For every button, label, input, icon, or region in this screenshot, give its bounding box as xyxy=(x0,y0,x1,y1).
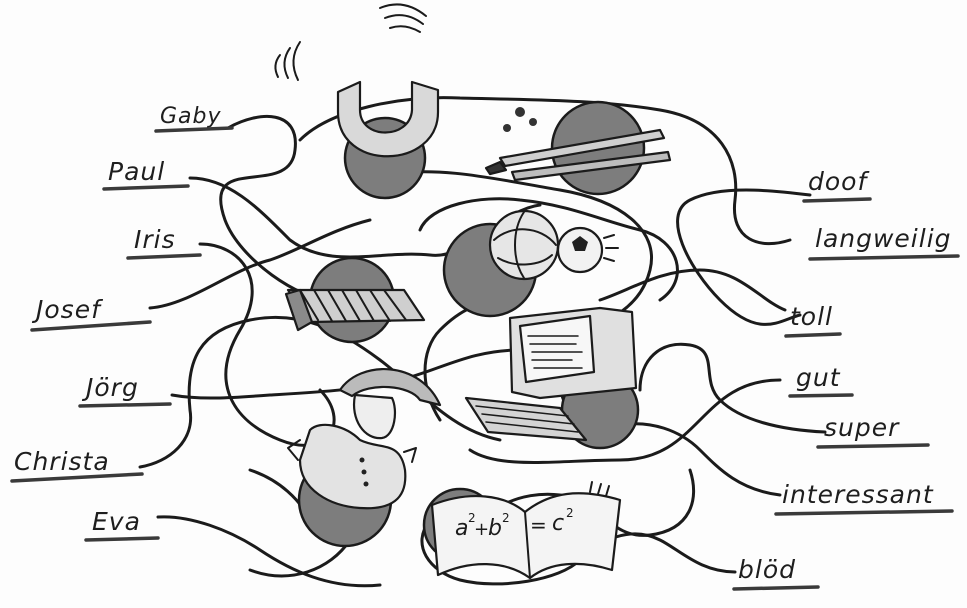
general-head xyxy=(354,395,395,438)
maze-line xyxy=(600,270,785,310)
name-underline xyxy=(80,404,170,406)
sports-balls-icon xyxy=(444,211,618,316)
adjective-label: langweilig xyxy=(815,224,952,253)
name-iris: Iris xyxy=(128,225,200,258)
magnet-icon xyxy=(275,4,438,198)
adjective-label: doof xyxy=(808,167,869,196)
paint-drop xyxy=(503,124,511,132)
adjective-label: interessant xyxy=(782,480,934,509)
computer-icon xyxy=(466,308,638,448)
adjective-underline xyxy=(734,587,818,589)
formula-eq: = xyxy=(530,513,547,537)
name-eva: Eva xyxy=(86,507,158,540)
adjective-underline xyxy=(804,199,870,201)
paint-drop xyxy=(529,118,537,126)
adjective-label: gut xyxy=(796,363,841,392)
formula-sq2: 2 xyxy=(502,511,510,525)
magnet-waves-left xyxy=(275,42,300,80)
button xyxy=(360,458,365,463)
name-underline xyxy=(86,538,158,540)
formula-b: b xyxy=(488,516,502,541)
name-label: Christa xyxy=(14,447,110,476)
xylophone-icon xyxy=(286,258,424,342)
adjective-interessant: interessant xyxy=(776,480,952,514)
name-underline xyxy=(128,255,200,258)
name-gaby: Gaby xyxy=(156,104,232,131)
button xyxy=(362,470,367,475)
name-josef: Josef xyxy=(31,295,150,330)
monitor-screen xyxy=(520,316,594,382)
general-uniform-icon xyxy=(288,369,440,546)
name-jorg: Jörg xyxy=(80,373,170,406)
art-supplies-icon xyxy=(486,102,670,194)
adjective-underline xyxy=(786,334,840,336)
adjective-underline xyxy=(776,511,952,514)
adjective-langweilig: langweilig xyxy=(810,224,958,259)
magnet-waves-top xyxy=(380,4,426,32)
button xyxy=(364,482,369,487)
name-label: Jörg xyxy=(81,373,139,402)
adjective-gut: gut xyxy=(790,363,852,396)
name-label: Gaby xyxy=(160,104,222,129)
formula-a: a xyxy=(455,516,468,541)
name-label: Josef xyxy=(31,295,103,324)
paint-drop xyxy=(515,107,525,117)
adjective-label: blöd xyxy=(738,555,796,584)
adjective-label: super xyxy=(824,413,900,442)
adjective-underline xyxy=(818,445,928,447)
adjective-blod: blöd xyxy=(734,555,818,589)
basketball xyxy=(490,211,558,279)
adjective-underline xyxy=(790,395,852,396)
name-label: Iris xyxy=(134,225,176,254)
name-paul: Paul xyxy=(104,157,188,189)
adjective-label: toll xyxy=(790,302,833,331)
formula-sq3: 2 xyxy=(566,506,574,520)
names-column: Gaby Paul Iris Josef Jörg Christa Eva xyxy=(12,104,232,540)
formula-c: c xyxy=(552,511,564,536)
adjective-toll: toll xyxy=(786,302,840,336)
adjective-underline xyxy=(810,256,958,259)
name-christa: Christa xyxy=(12,447,142,481)
motion-lines xyxy=(604,235,618,261)
maze-line xyxy=(200,244,334,445)
adjective-super: super xyxy=(818,413,928,447)
adjectives-column: doof langweilig toll gut super interessa… xyxy=(734,167,958,589)
name-label: Paul xyxy=(108,157,165,186)
name-underline xyxy=(104,186,188,189)
formula-plus: + xyxy=(474,519,489,540)
name-label: Eva xyxy=(92,507,141,536)
adjective-doof: doof xyxy=(804,167,870,201)
